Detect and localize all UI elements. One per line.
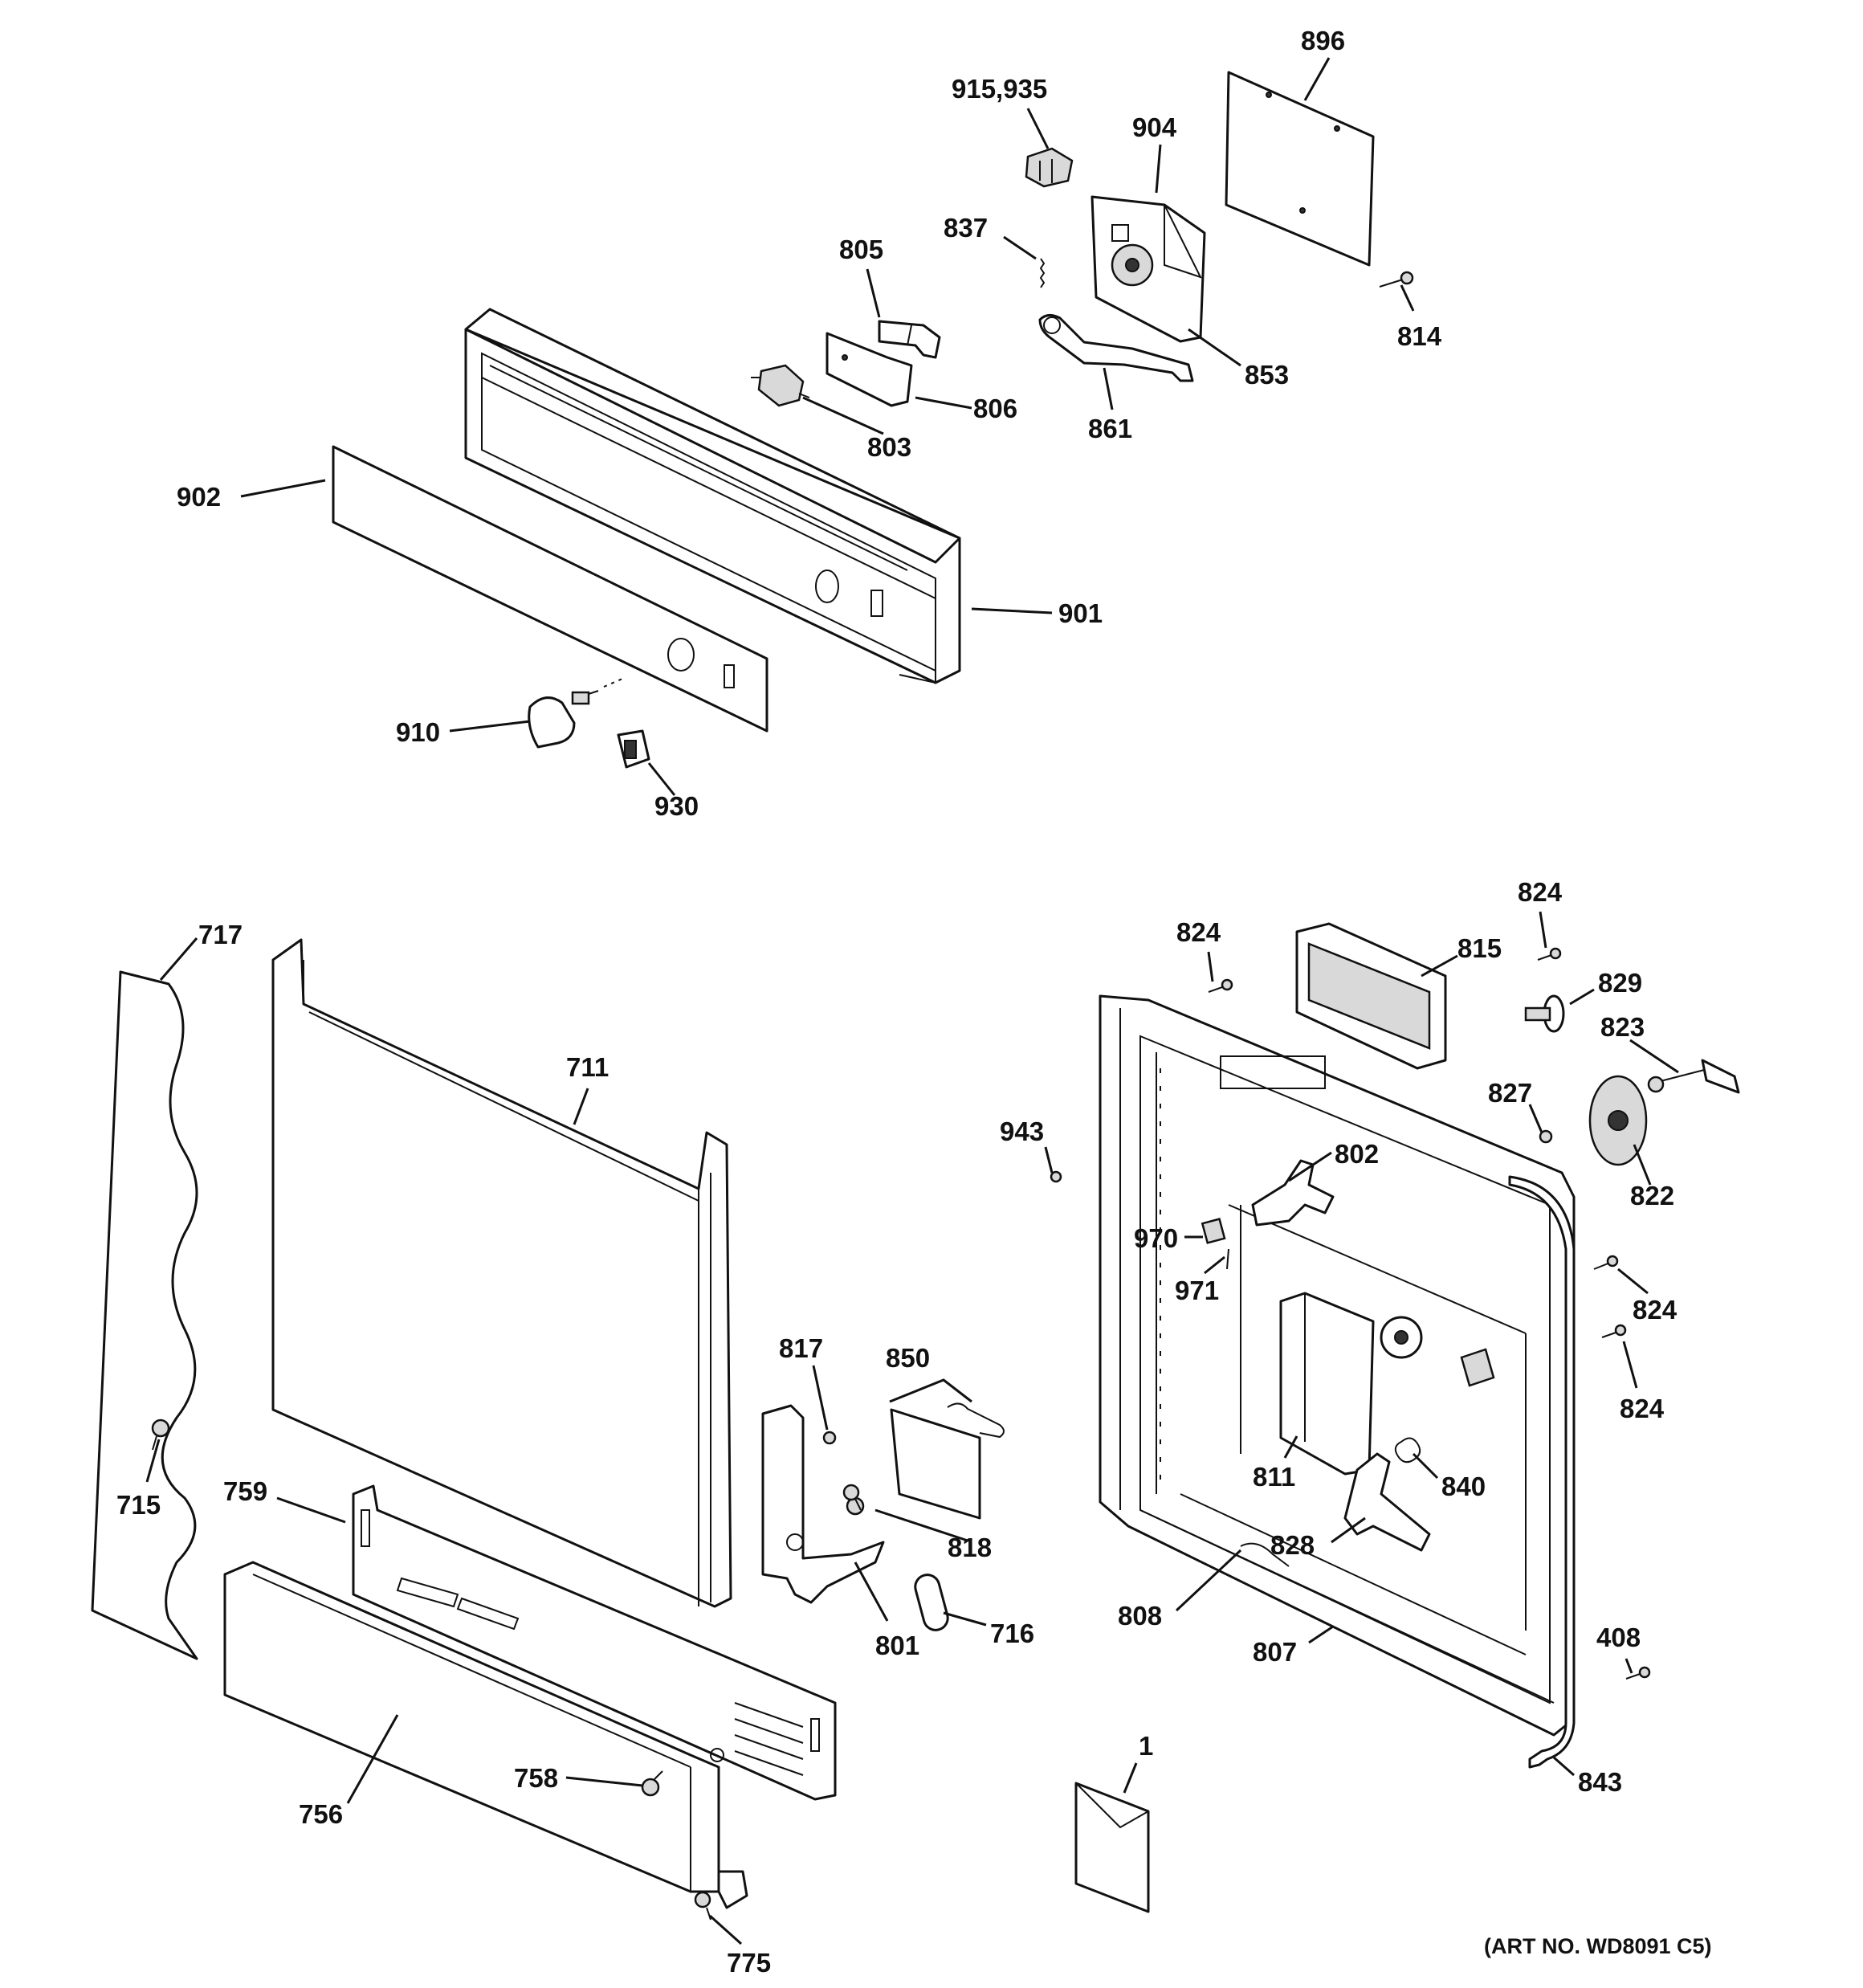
part-824-screw-d <box>1601 1324 1627 1338</box>
part-824-screw-c <box>1593 1255 1619 1270</box>
part-408-screw <box>1625 1666 1651 1680</box>
part-896-cover-plate <box>1225 71 1375 267</box>
part-915-935-connector <box>1025 147 1074 188</box>
part-902-overlay <box>332 445 768 733</box>
label-802: 802 <box>1335 1139 1379 1169</box>
label-822: 822 <box>1630 1181 1674 1210</box>
part-901-console <box>464 308 961 684</box>
label-775: 775 <box>727 1948 771 1978</box>
label-902: 902 <box>177 482 221 512</box>
label-1: 1 <box>1139 1731 1153 1761</box>
label-815: 815 <box>1457 933 1502 963</box>
label-824-a: 824 <box>1176 917 1221 947</box>
part-775-screw <box>694 1891 711 1921</box>
part-824-screw-a <box>1208 978 1233 993</box>
part-759-brace <box>352 1484 837 1801</box>
label-823: 823 <box>1600 1012 1645 1042</box>
part-828-arm <box>1343 1452 1431 1552</box>
label-850: 850 <box>886 1343 930 1373</box>
label-827: 827 <box>1488 1078 1532 1108</box>
label-828: 828 <box>1270 1530 1315 1560</box>
label-715: 715 <box>116 1490 161 1520</box>
label-970: 970 <box>1134 1223 1178 1253</box>
label-915-935: 915,935 <box>952 74 1047 104</box>
label-807: 807 <box>1253 1637 1297 1667</box>
label-759: 759 <box>223 1476 267 1506</box>
label-808: 808 <box>1118 1601 1162 1631</box>
part-1-literature-envelope <box>1074 1782 1150 1913</box>
label-716: 716 <box>990 1619 1034 1648</box>
part-822-wheel <box>1588 1075 1648 1166</box>
label-904: 904 <box>1132 112 1177 142</box>
part-716-bumper <box>914 1574 949 1631</box>
label-901: 901 <box>1058 598 1103 628</box>
part-805-bracket <box>878 320 941 359</box>
part-861-linkage <box>1038 314 1194 382</box>
label-805: 805 <box>839 235 883 264</box>
leader-lines <box>145 57 1679 1945</box>
label-758: 758 <box>514 1763 558 1793</box>
label-801: 801 <box>875 1631 919 1660</box>
label-824-b: 824 <box>1518 877 1563 907</box>
part-904-timer <box>1090 195 1206 343</box>
label-814: 814 <box>1397 321 1442 351</box>
label-853: 853 <box>1245 360 1289 390</box>
label-711: 711 <box>566 1052 609 1082</box>
part-829-bushing <box>1524 994 1565 1033</box>
label-806: 806 <box>973 394 1017 423</box>
part-758-screw <box>641 1770 663 1797</box>
label-408: 408 <box>1596 1623 1641 1652</box>
part-806-board <box>826 332 913 407</box>
label-824-d: 824 <box>1620 1394 1665 1423</box>
part-827-screw <box>1539 1129 1553 1144</box>
part-802-latch <box>1251 1159 1335 1227</box>
part-843-trim-strip <box>1508 1175 1576 1769</box>
label-837: 837 <box>944 213 988 243</box>
part-717-side-trim <box>91 970 198 1660</box>
part-850-plate <box>890 1402 1005 1520</box>
part-756-toe-kick <box>223 1561 748 1909</box>
part-811-dispenser <box>1279 1292 1495 1476</box>
label-811: 811 <box>1253 1462 1295 1492</box>
label-824-c: 824 <box>1633 1295 1678 1325</box>
part-715-screw <box>151 1419 170 1451</box>
part-971-pin <box>1226 1248 1229 1270</box>
part-970-button <box>1201 1218 1226 1244</box>
part-943-screw <box>1050 1170 1062 1183</box>
label-717: 717 <box>198 920 243 949</box>
label-930: 930 <box>654 791 699 821</box>
label-803: 803 <box>867 432 911 462</box>
label-817: 817 <box>779 1333 823 1363</box>
part-711-outer-door-panel <box>271 938 732 1608</box>
part-801-hinge-bracket <box>761 1404 885 1604</box>
part-910-knob <box>528 678 623 749</box>
label-840: 840 <box>1441 1472 1486 1501</box>
part-840-spring <box>1394 1437 1421 1463</box>
part-808-wire <box>1240 1542 1290 1567</box>
label-910: 910 <box>396 717 440 747</box>
label-861: 861 <box>1088 414 1132 443</box>
label-943: 943 <box>1000 1116 1044 1146</box>
label-818: 818 <box>948 1533 992 1562</box>
part-930-rocker-switch <box>617 729 650 769</box>
part-817-screw <box>822 1431 837 1445</box>
part-818-screw <box>842 1484 862 1511</box>
label-971: 971 <box>1175 1276 1219 1305</box>
label-829: 829 <box>1598 968 1642 998</box>
label-756: 756 <box>299 1799 343 1829</box>
label-896: 896 <box>1301 26 1345 55</box>
part-803-switch <box>751 364 810 407</box>
part-814-screw <box>1379 271 1414 288</box>
part-837-spring <box>1039 258 1046 288</box>
art-number: (ART NO. WD8091 C5) <box>1484 1934 1712 1958</box>
part-824-screw-b <box>1537 947 1562 961</box>
part-815-vent <box>1295 922 1447 1070</box>
label-843: 843 <box>1578 1767 1622 1797</box>
part-823-shaft <box>1647 1059 1740 1094</box>
